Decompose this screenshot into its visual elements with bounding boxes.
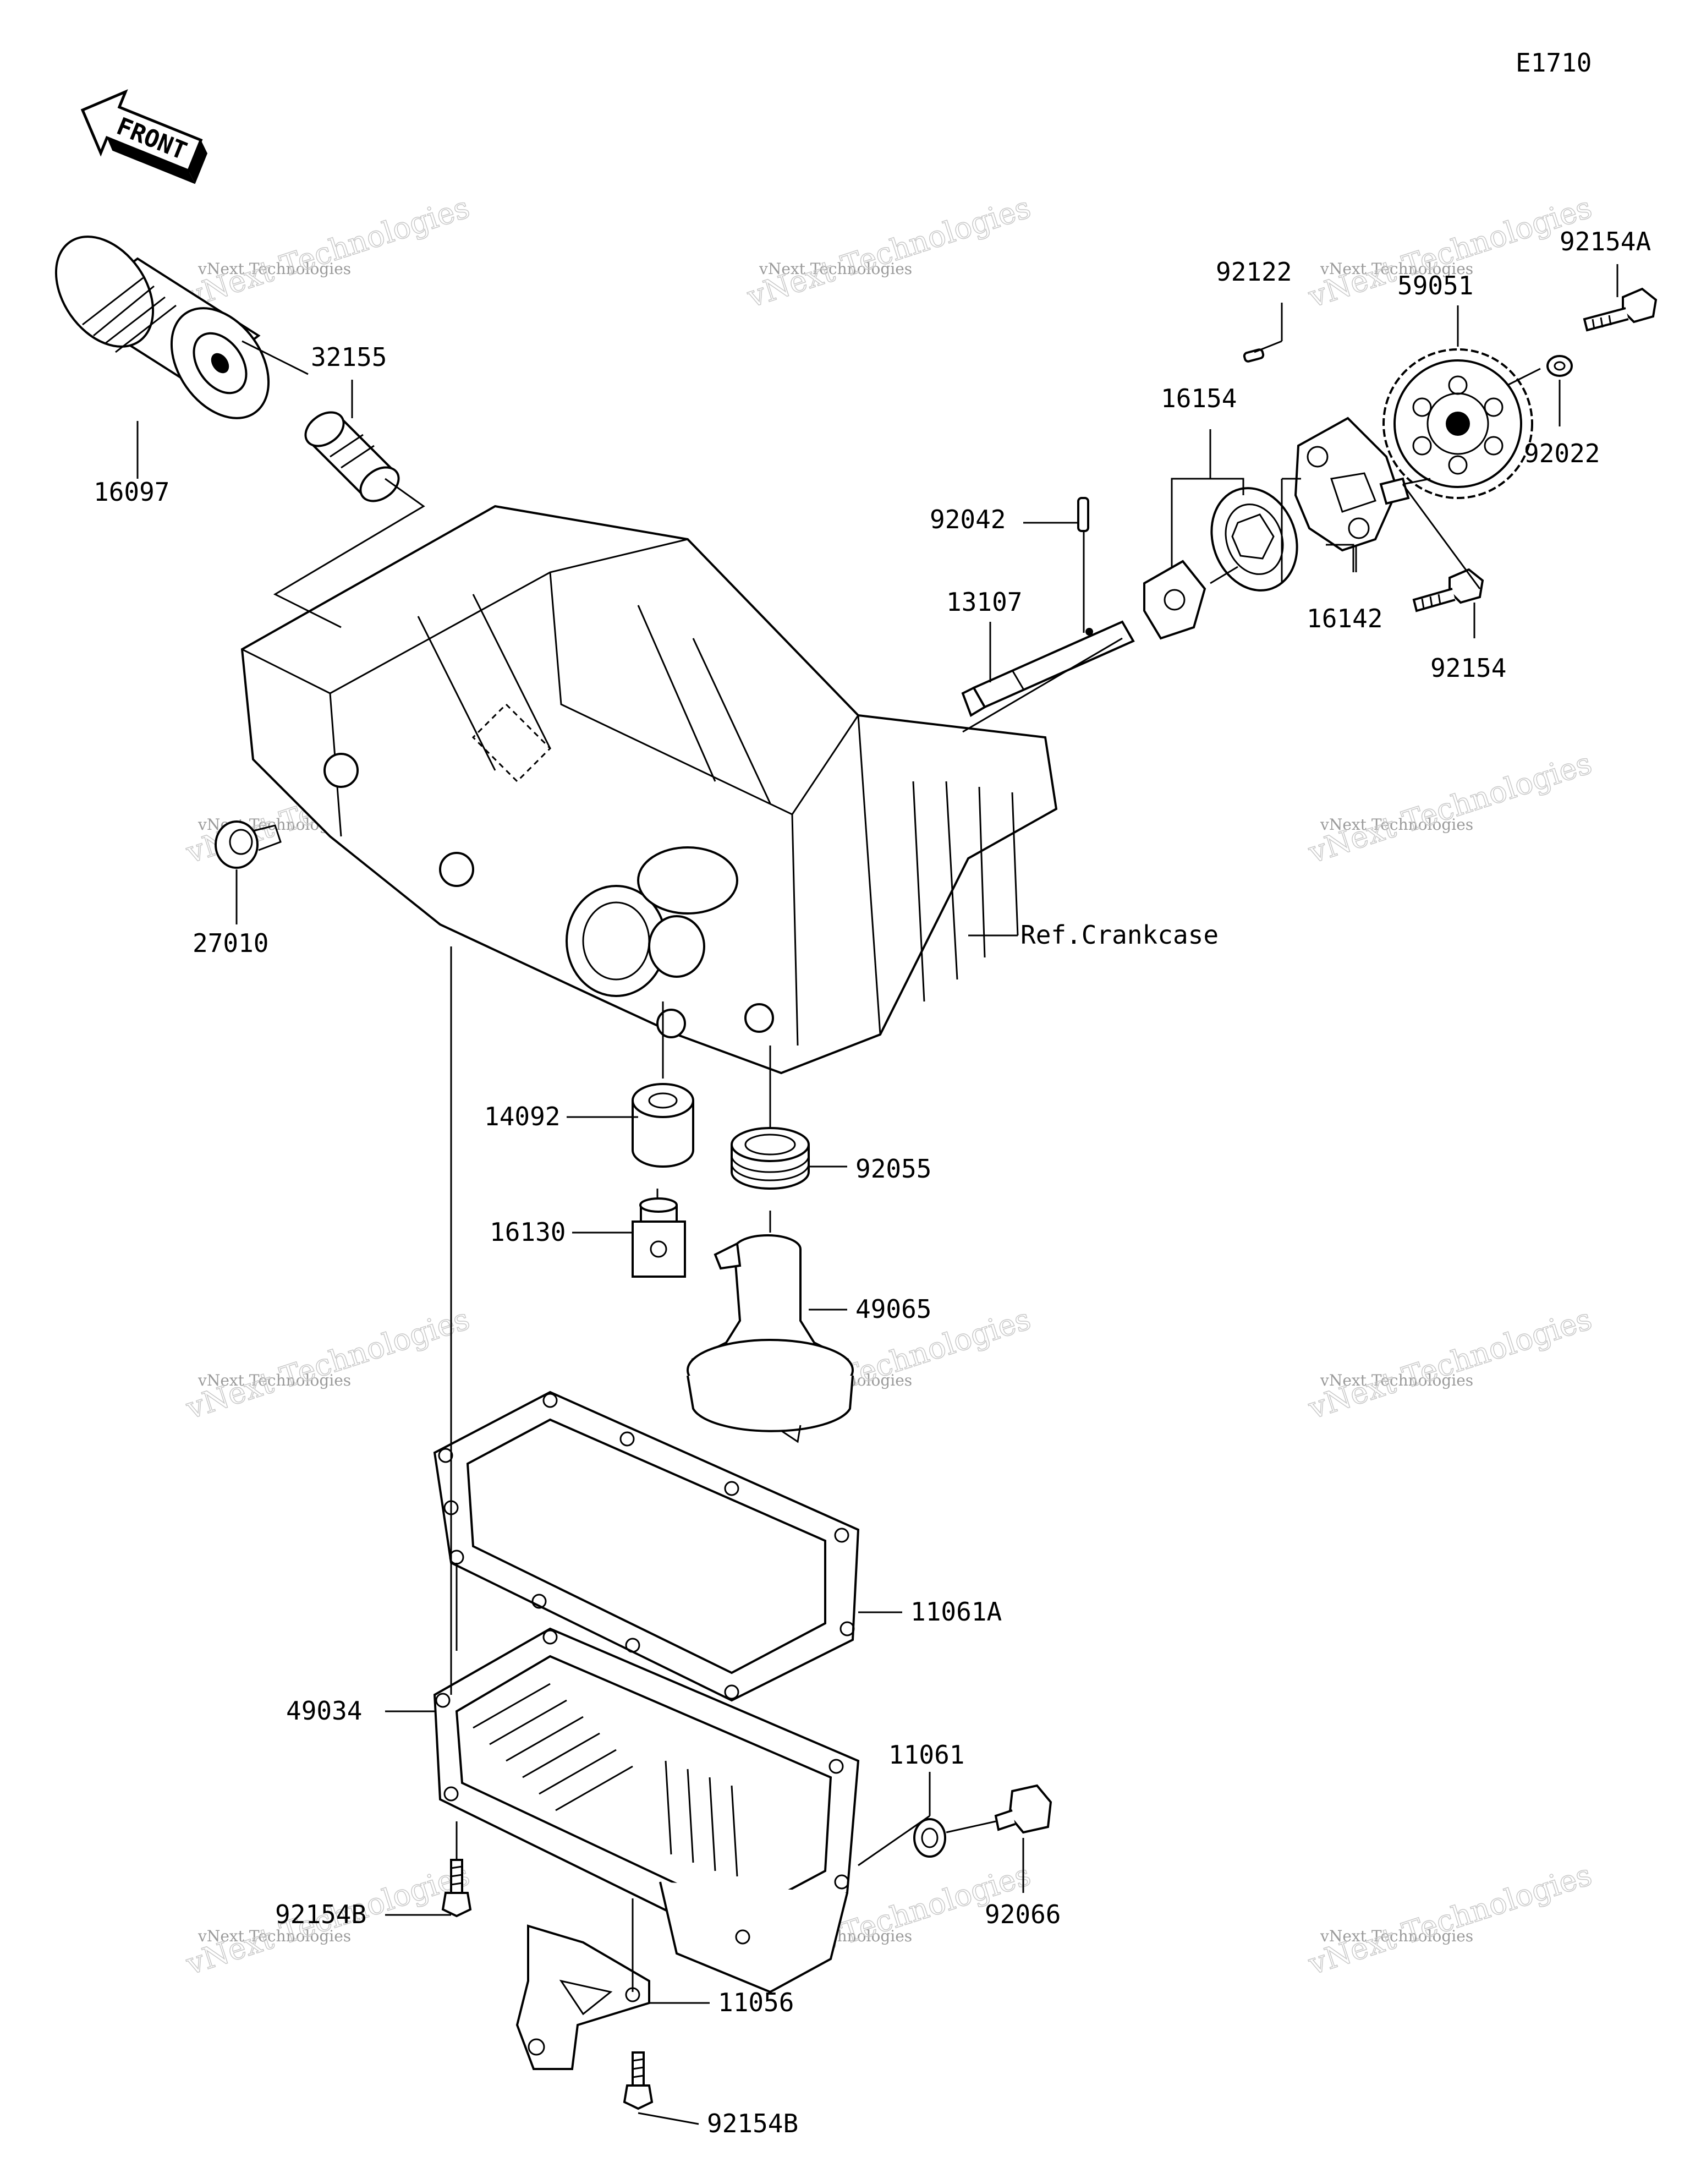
pump-cover-16142 — [1294, 417, 1410, 552]
watermark-outline: vNext Technologies — [1304, 1857, 1596, 1982]
label-59051: 59051 — [1397, 271, 1473, 300]
label-92154B-bottom: 92154B — [707, 2109, 798, 2138]
plug-27010 — [215, 820, 282, 869]
label-11061: 11061 — [888, 1740, 964, 1770]
fitting-16130 — [632, 1197, 686, 1278]
label-49034: 49034 — [286, 1696, 362, 1726]
watermark-text: vNext Technologies — [197, 1927, 351, 1945]
label-92042: 92042 — [930, 505, 1006, 534]
label-92154A: 92154A — [1560, 227, 1651, 256]
label-14092: 14092 — [484, 1102, 560, 1131]
label-92122: 92122 — [1216, 257, 1292, 287]
watermark-text: vNext Technologies — [1320, 1927, 1473, 1945]
label-16097: 16097 — [94, 477, 169, 507]
label-11061A: 11061A — [910, 1597, 1002, 1627]
strainer-49065 — [687, 1234, 854, 1443]
crankcase — [240, 505, 1058, 1075]
leader-lines — [136, 264, 1618, 2125]
pipe-32155 — [304, 411, 400, 502]
pin-92122 — [1243, 348, 1265, 363]
watermark-text: vNext Technologies — [1320, 260, 1473, 278]
gasket-11061A — [433, 1391, 860, 1702]
bolt-92154B-left — [441, 1859, 472, 1918]
watermark-text: vNext Technologies — [1320, 815, 1473, 834]
collar-14092 — [632, 1083, 694, 1168]
label-ref-crankcase: Ref.Crankcase — [1020, 920, 1219, 950]
watermark-text: vNext Technologies — [197, 260, 351, 278]
o-ring-92055 — [731, 1127, 810, 1190]
label-13107: 13107 — [946, 587, 1022, 617]
gear-59051 — [1382, 348, 1533, 499]
bolt-92154 — [1412, 568, 1484, 612]
washer-92022 — [1546, 355, 1573, 377]
label-92066: 92066 — [985, 1900, 1061, 1929]
watermark-outline: vNext Technologies — [182, 190, 474, 314]
figure-code: E1710 — [1516, 48, 1592, 78]
watermark-outline: vNext Technologies — [743, 190, 1035, 314]
label-27010: 27010 — [193, 928, 268, 958]
bolt-92154A — [1583, 287, 1658, 332]
label-92055: 92055 — [855, 1154, 931, 1184]
label-16154: 16154 — [1161, 384, 1237, 413]
drain-plug-92066 — [994, 1784, 1052, 1834]
pin-92042 — [1077, 497, 1089, 532]
label-32155: 32155 — [311, 342, 387, 372]
oil-pan-49034 — [433, 1627, 860, 1994]
washer-11061 — [913, 1818, 946, 1858]
watermark-text: vNext Technologies — [759, 260, 912, 278]
bolt-92154B-bottom — [623, 2051, 654, 2110]
oil-filter-16097 — [54, 236, 270, 419]
label-16130: 16130 — [490, 1217, 566, 1247]
label-11056: 11056 — [718, 1988, 794, 2017]
label-92154B-left: 92154B — [275, 1900, 366, 1929]
watermark-outline: vNext Technologies — [1304, 1301, 1596, 1426]
watermark-text: vNext Technologies — [197, 1371, 351, 1389]
label-92154: 92154 — [1430, 653, 1506, 683]
watermark-outline: vNext Technologies — [1304, 746, 1596, 870]
label-16142: 16142 — [1307, 604, 1382, 633]
shaft-13107 — [961, 620, 1135, 717]
bracket-11056 — [515, 1924, 650, 2070]
watermark-outline: vNext Technologies — [182, 1301, 474, 1426]
label-92022: 92022 — [1524, 439, 1600, 468]
callout-labels: 16097 32155 27010 92122 92154A 59051 161… — [94, 227, 1651, 2138]
watermark-text: vNext Technologies — [1320, 1371, 1473, 1389]
front-arrow-icon: FRONT — [80, 89, 208, 184]
label-49065: 49065 — [855, 1294, 931, 1324]
rotor-set-16154 — [1143, 487, 1298, 640]
